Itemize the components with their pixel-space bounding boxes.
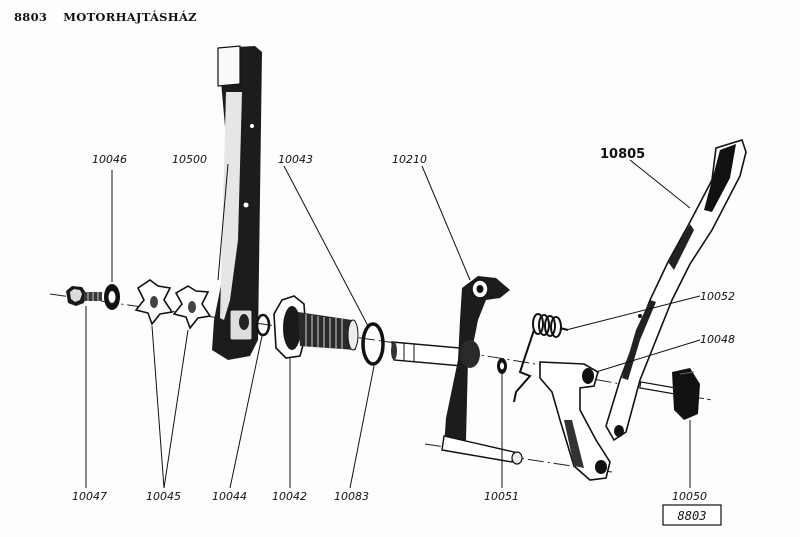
- figure-plate-number: 8803: [678, 509, 707, 523]
- label-10047: 10047: [72, 490, 107, 503]
- label-10043: 10043: [278, 153, 313, 166]
- part-10045-star-washers: [134, 279, 212, 330]
- label-10046: 10046: [92, 153, 127, 166]
- part-10051-clip: [497, 358, 507, 374]
- label-10042: 10042: [272, 490, 307, 503]
- part-10083-o-ring: [361, 322, 385, 366]
- part-10048-bellcrank: [539, 361, 611, 481]
- label-10052: 10052: [700, 290, 735, 303]
- part-10042-threaded-bushing: [273, 295, 359, 359]
- label-10048: 10048: [700, 333, 735, 346]
- figure-plate-frame: [662, 504, 722, 526]
- part-10047-nut: [66, 286, 102, 306]
- assembly-axis: [49, 293, 713, 473]
- part-10044-washer: [255, 313, 271, 337]
- label-10805: 10805: [600, 147, 645, 162]
- leader-lines: [85, 159, 701, 489]
- part-10052-spring: [513, 313, 569, 403]
- part-10805-long-lever: [605, 139, 747, 442]
- label-10210: 10210: [392, 153, 427, 166]
- label-10051: 10051: [484, 490, 519, 503]
- label-10500: 10500: [172, 153, 207, 166]
- part-10500-lever-arm: [212, 45, 262, 360]
- part-10046-washer: [104, 284, 120, 310]
- page-header: 8803 MOTORHAJTÁSHÁZ: [14, 10, 197, 24]
- part-10210-shaft-fork: [391, 276, 523, 465]
- label-10044: 10044: [212, 490, 247, 503]
- part-10050-knob: [639, 368, 700, 420]
- label-10083: 10083: [334, 490, 369, 503]
- label-10050: 10050: [672, 490, 707, 503]
- page-title: MOTORHAJTÁSHÁZ: [63, 10, 197, 24]
- page-code: 8803: [14, 10, 48, 24]
- label-10045: 10045: [146, 490, 181, 503]
